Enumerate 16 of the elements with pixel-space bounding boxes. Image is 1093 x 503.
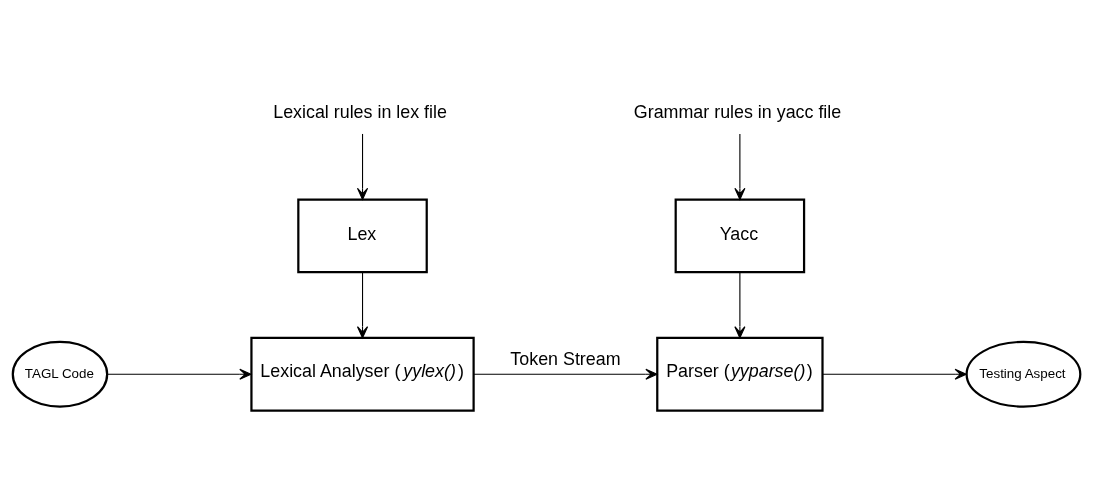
arrow: [356, 132, 369, 200]
arrow: [822, 368, 967, 380]
node-text: Grammar rules in yacc file: [633, 101, 842, 122]
arrow: [356, 271, 369, 338]
node-box: Lex: [297, 197, 428, 273]
arrow: [106, 368, 252, 380]
edge-label: Token Stream: [510, 348, 621, 369]
arrow: [473, 368, 658, 380]
node-ellipse: TAGL Code: [11, 340, 109, 408]
node-ellipse: Testing Aspect: [965, 340, 1082, 408]
arrow: [734, 271, 746, 338]
arrow: [734, 132, 746, 200]
node-box: Lexical Analyser (yylex()): [250, 336, 475, 412]
node-text: Lexical rules in lex file: [273, 101, 447, 122]
node-box: Parser (yyparse()): [656, 336, 824, 412]
node-box: Yacc: [674, 197, 806, 273]
